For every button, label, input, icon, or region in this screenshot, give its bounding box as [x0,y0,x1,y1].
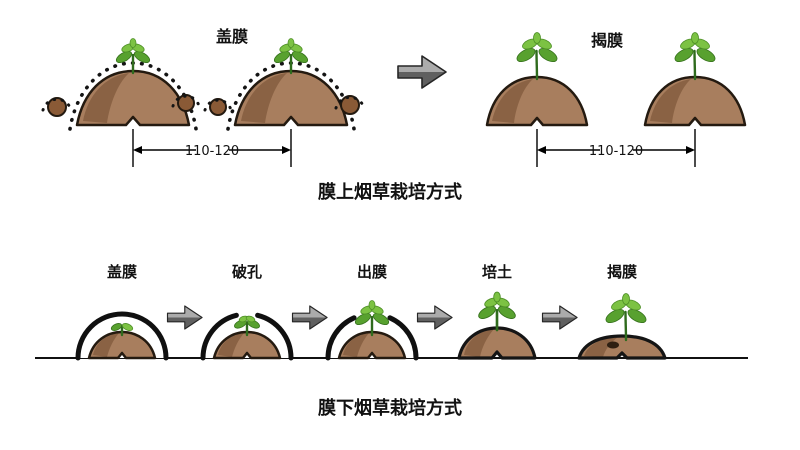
stage-5-remove-film [577,292,667,360]
top-transition-arrow [397,55,447,89]
stage-2-break-hole [200,312,294,361]
soil-clod-2 [171,94,201,112]
bare-mound-2 [643,31,747,127]
top-label-remove-film: 揭膜 [591,31,623,50]
stage-label-1: 盖膜 [107,263,137,281]
mulched-mound-2 [226,37,356,131]
stage-arrow-1 [166,305,203,330]
stage-arrow-2 [291,305,328,330]
bottom-caption: 膜下烟草栽培方式 [317,397,462,419]
dimension-right-value: 110-120 [589,144,643,159]
mulched-mound-1 [68,37,198,131]
stage-arrow-3 [416,305,453,330]
stage-label-4: 培土 [482,263,512,281]
stage-3-emerge-film [325,299,419,361]
planting-hole [607,341,619,349]
top-caption: 膜上烟草栽培方式 [317,181,462,203]
bare-mound-1 [485,31,589,127]
stage-4-hill-soil [457,290,537,360]
stage-arrow-4 [541,305,578,330]
dimension-right: 110-120 [536,129,696,167]
dimension-left: 110-120 [132,129,292,167]
top-diagram: 盖膜 揭膜 [41,27,747,203]
soil-clod-4 [334,95,366,115]
bottom-diagram: 盖膜 破孔 出膜 培土 揭膜 [35,263,748,419]
soil-clod-3 [203,98,233,116]
top-label-cover-film: 盖膜 [216,27,248,46]
stage-label-3: 出膜 [357,263,387,281]
dimension-left-value: 110-120 [185,144,239,159]
soil-clod-1 [41,97,73,117]
stage-label-5: 揭膜 [607,263,637,281]
stage-label-2: 破孔 [232,263,262,281]
stage-1-cover-film [75,311,169,361]
